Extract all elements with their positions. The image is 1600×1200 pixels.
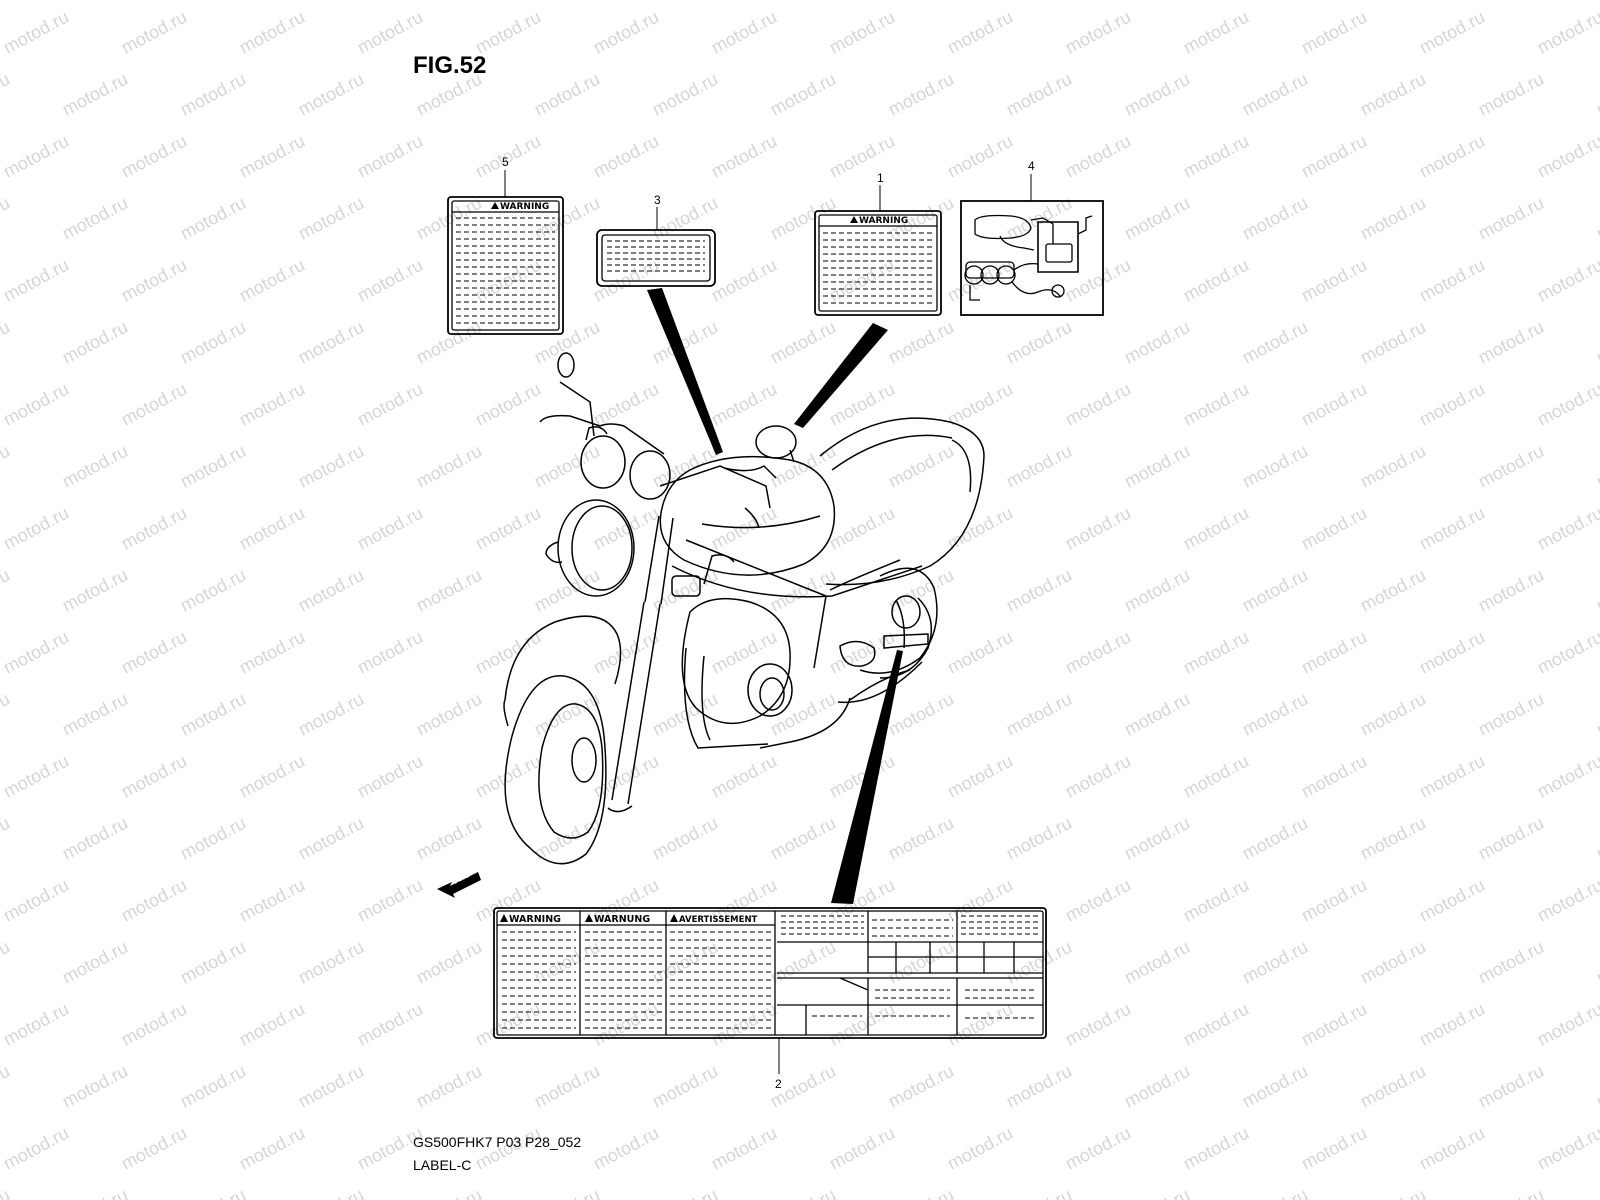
callout-4: 4 bbox=[1028, 159, 1035, 173]
motorcycle-illustration bbox=[503, 352, 985, 865]
label-2-heading-en: WARNING bbox=[509, 914, 561, 925]
warning-triangle-icon bbox=[670, 914, 678, 922]
leader-label-1 bbox=[794, 323, 888, 428]
fwd-arrow-icon bbox=[437, 872, 481, 898]
callout-3: 3 bbox=[654, 193, 661, 207]
label-3[interactable] bbox=[596, 229, 716, 287]
label-4-diagram[interactable] bbox=[960, 200, 1104, 316]
figure-title: FIG.52 bbox=[413, 52, 487, 79]
leader-label-2 bbox=[831, 650, 903, 904]
label-2-heading-de: WARNUNG bbox=[594, 914, 650, 925]
label-1-warning[interactable] bbox=[814, 210, 942, 316]
label-2-multilingual[interactable] bbox=[493, 907, 1047, 1039]
callout-1: 1 bbox=[877, 171, 884, 185]
label-2-heading-fr: AVERTISSEMENT bbox=[679, 915, 758, 925]
label-5-heading: WARNING bbox=[500, 202, 549, 212]
warning-triangle-icon bbox=[491, 202, 499, 209]
warning-triangle-icon bbox=[850, 216, 858, 223]
leader-label-3 bbox=[647, 288, 723, 455]
callout-2: 2 bbox=[775, 1077, 782, 1091]
label-1-heading: WARNING bbox=[859, 216, 908, 226]
figure-code: GS500FHK7 P03 P28_052 bbox=[413, 1134, 582, 1150]
figure-name: LABEL-C bbox=[413, 1157, 472, 1173]
warning-triangle-icon bbox=[585, 914, 593, 922]
warning-triangle-icon bbox=[500, 914, 508, 922]
callout-5: 5 bbox=[502, 155, 509, 169]
